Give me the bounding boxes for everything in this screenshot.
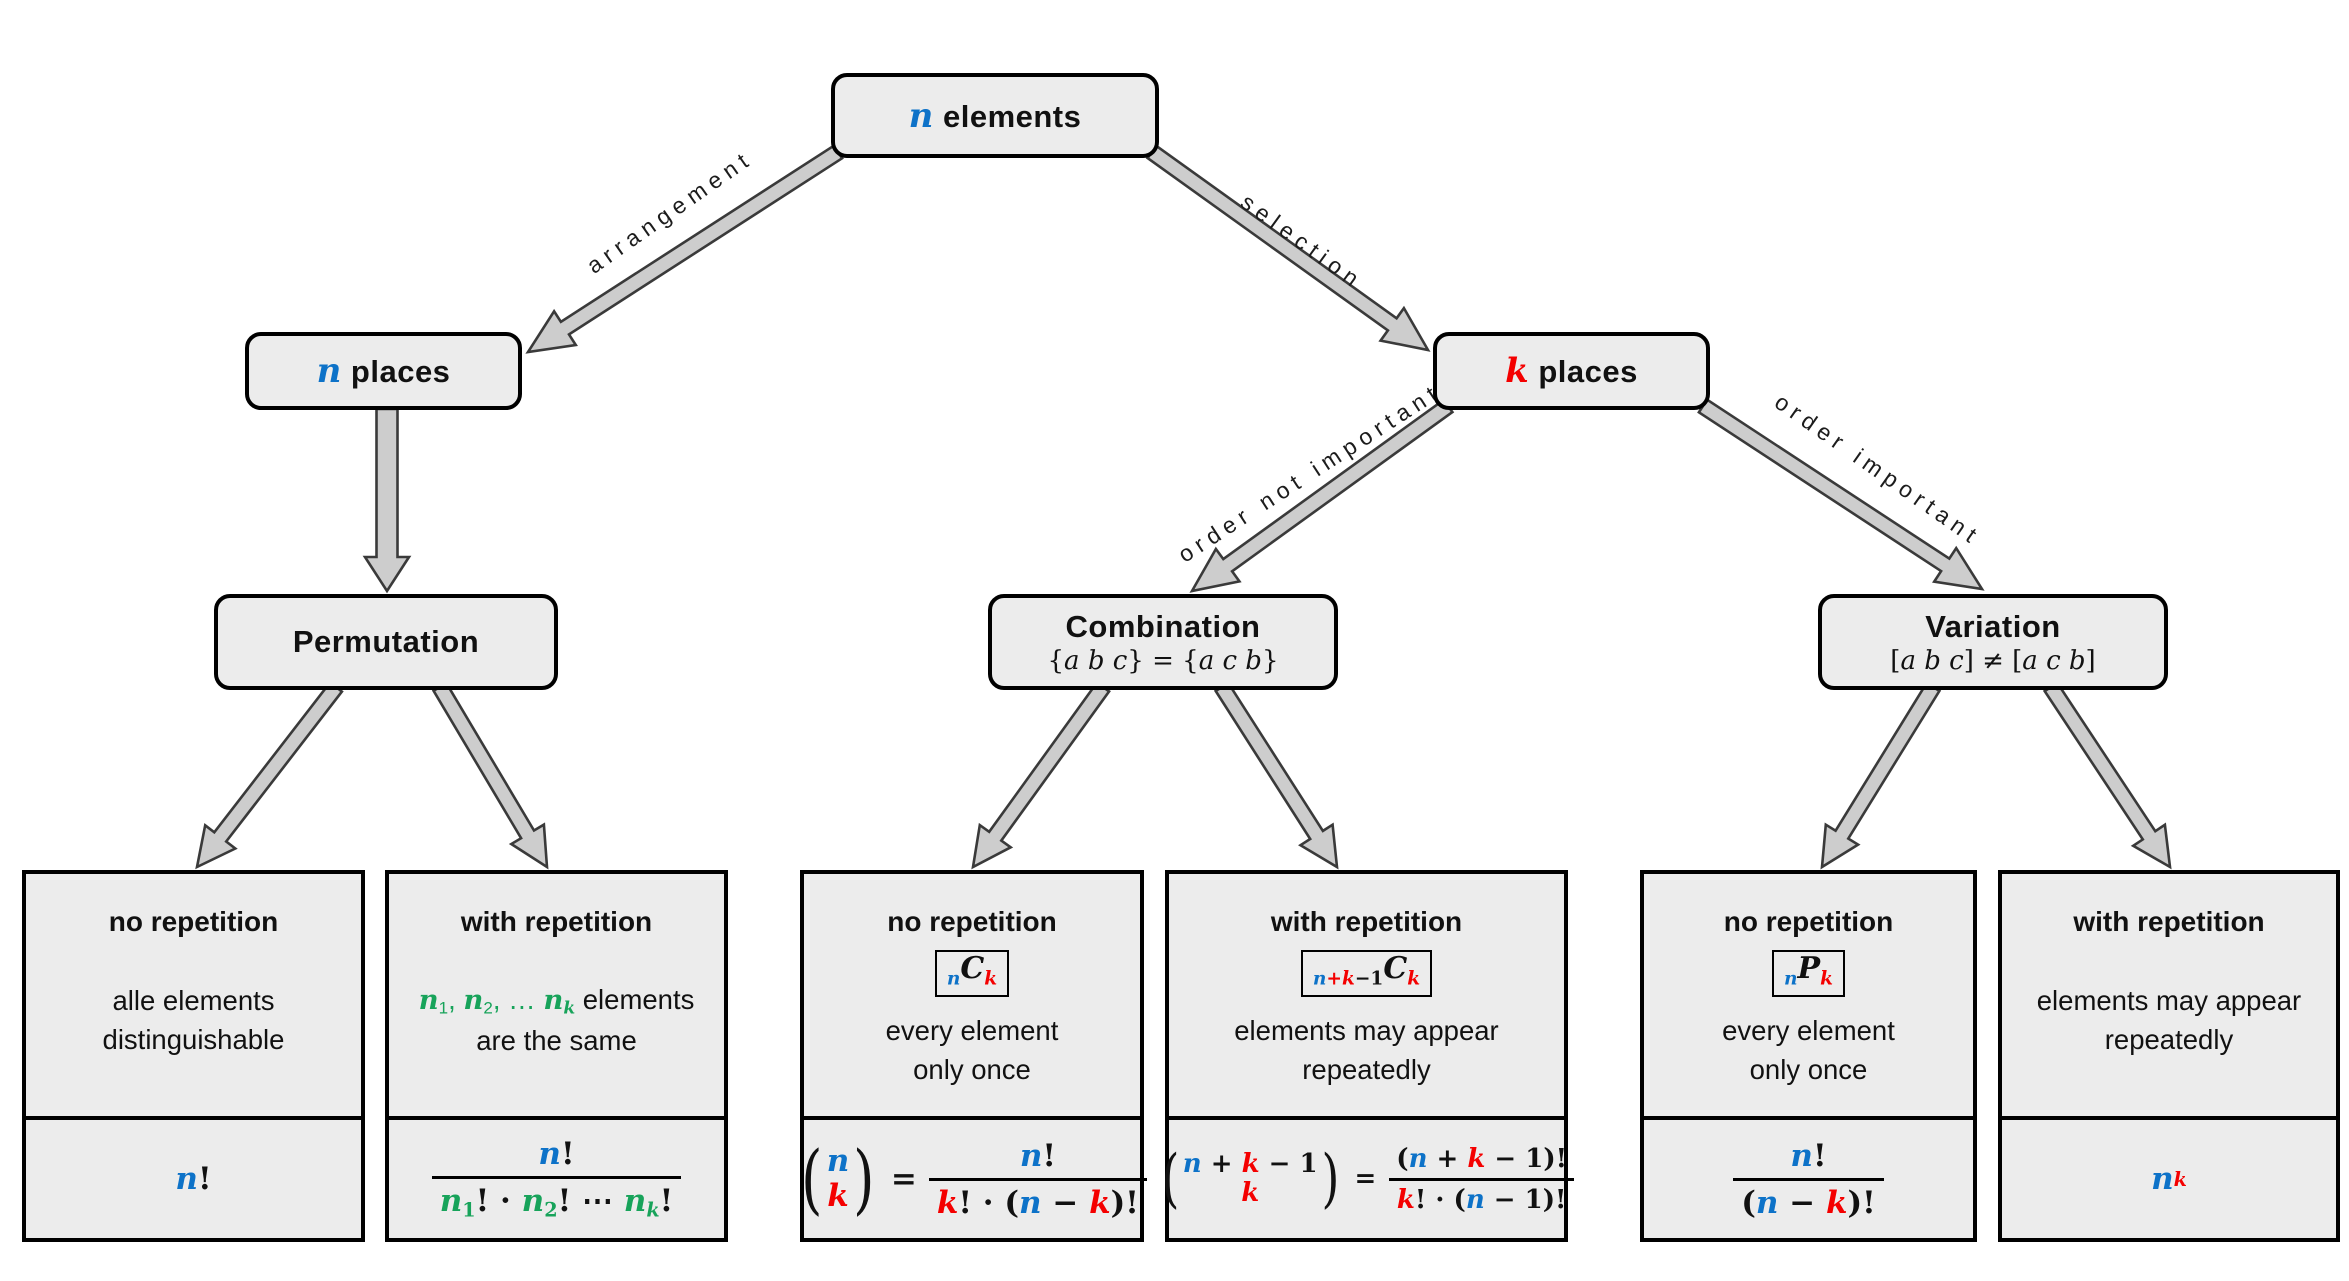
leaf-description: n1, n2, … nk elements are the same — [418, 984, 695, 1056]
leaf-header: no repetition — [108, 906, 279, 937]
symbol-nCk: nCk — [934, 950, 1010, 998]
leaf-permutation-with-repetition: with repetition n1, n2, … nk elements ar… — [385, 870, 728, 1242]
node-permutation-title: Permutation — [292, 624, 480, 659]
leaf-description: alle elements distinguishable — [102, 984, 285, 1055]
symbol-n-plus-k-minus-1-C-k: n+k−1Ck — [1300, 950, 1433, 998]
leaf-description: elements may appear repeatedly — [1234, 1014, 1499, 1085]
arrow — [971, 680, 1111, 870]
arrow — [1213, 681, 1339, 870]
node-n-elements: n elements — [831, 73, 1159, 158]
node-permutation: Permutation — [214, 594, 558, 690]
node-combination: Combination {a b c} = {a c b} — [988, 594, 1338, 690]
leaf-description: elements may appear repeatedly — [2036, 984, 2302, 1055]
arrow — [1145, 144, 1431, 352]
node-k-places: k places — [1433, 332, 1710, 410]
arrow — [2042, 681, 2172, 870]
node-combination-title: Combination — [1065, 608, 1261, 644]
leaf-header: no repetition — [1723, 906, 1894, 937]
leaf-variation-no-repetition: no repetition nPk every element only onc… — [1640, 870, 1977, 1242]
node-variation-title: Variation — [1925, 608, 2061, 644]
node-combination-subtitle: {a b c} = {a c b} — [1047, 645, 1279, 676]
leaf-combination-with-repetition: with repetition n+k−1Ck elements may app… — [1161, 870, 1575, 1242]
leaf-header: with repetition — [1270, 906, 1463, 937]
leaf-formula: n! — [26, 1116, 361, 1238]
node-variation-subtitle: [a b c] ≠ [a c b] — [1890, 645, 2096, 676]
node-n-elements-title: n elements — [908, 95, 1082, 136]
arrow — [1697, 397, 1985, 591]
arrow — [431, 681, 549, 870]
leaf-combination-no-repetition: no repetition nCk every element only onc… — [800, 870, 1147, 1242]
arrow — [1189, 398, 1455, 593]
arrow — [362, 407, 412, 594]
leaf-header: with repetition — [460, 906, 653, 937]
arrow — [195, 680, 344, 870]
node-variation: Variation [a b c] ≠ [a c b] — [1818, 594, 2168, 690]
leaf-description: every element only once — [885, 1014, 1059, 1085]
symbol-nPk: nPk — [1772, 950, 1845, 998]
leaf-header: with repetition — [2073, 906, 2265, 937]
node-n-places-title: n places — [316, 351, 451, 391]
arrow — [1820, 681, 1942, 870]
leaf-variation-with-repetition: with repetition elements may appear repe… — [1998, 870, 2340, 1242]
leaf-formula: n!(n − k)! — [1644, 1116, 1973, 1238]
leaf-formula: n!n1! · n2! ⋯ nk! — [389, 1116, 724, 1238]
leaf-permutation-no-repetition: no repetition alle elements distinguisha… — [22, 870, 365, 1242]
leaf-header: no repetition — [887, 906, 1057, 937]
arrow — [525, 143, 844, 354]
node-k-places-title: k places — [1505, 351, 1638, 391]
node-n-places: n places — [245, 332, 522, 410]
leaf-description: every element only once — [1722, 1014, 1895, 1085]
